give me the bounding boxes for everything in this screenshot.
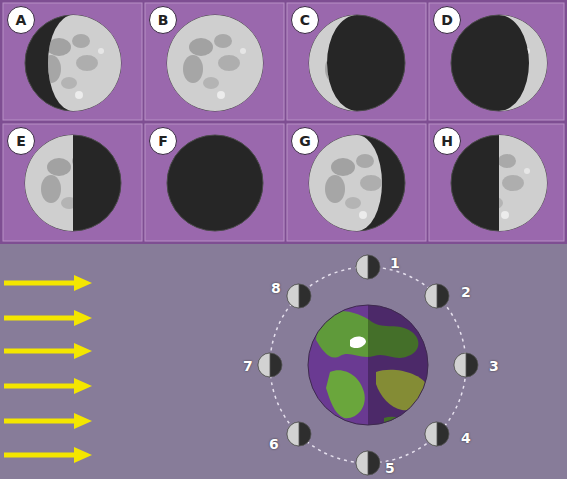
callout-number: 8 [271,280,281,296]
callout-number: 5 [385,460,395,476]
panel-letter-badge: B [149,6,177,34]
callout-number: 6 [269,436,279,452]
panel-letter: D [434,7,460,33]
panel-letter: G [292,128,318,154]
panel-letter-badge: E [7,127,35,155]
panel-letter-badge: F [149,127,177,155]
callout-number: 2 [461,284,471,300]
panel-letter: H [434,128,460,154]
panel-letter-badge: H [433,127,461,155]
callout-number: 3 [489,358,499,374]
panel-letter: B [150,7,176,33]
panel-letter: F [150,128,176,154]
panel-letter-badge: G [291,127,319,155]
panel-letter-badge: D [433,6,461,34]
callout-number: 4 [461,430,471,446]
panel-letter-badge: A [7,6,35,34]
callout-number: 7 [243,358,253,374]
callout-number: 1 [390,255,400,271]
panel-letter: C [292,7,318,33]
panel-letter: A [8,7,34,33]
panel-letter-badge: C [291,6,319,34]
panel-letter: E [8,128,34,154]
